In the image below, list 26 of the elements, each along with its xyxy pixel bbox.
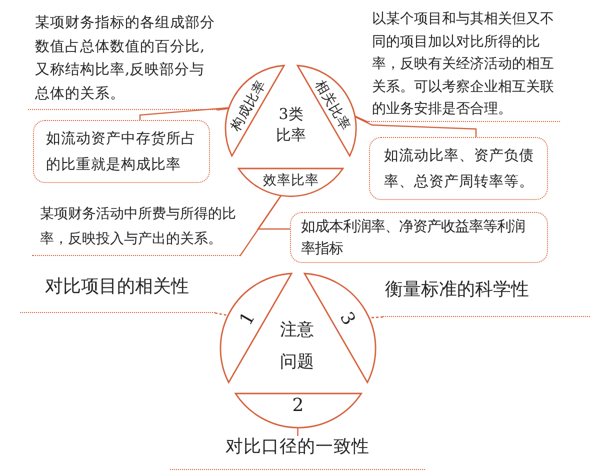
leader-line <box>355 116 477 137</box>
segment-label: 2 <box>292 396 304 415</box>
underlined-text: 衡量标准的科学性 <box>383 279 590 317</box>
leader-line <box>216 108 229 111</box>
callout-box: 如流动资产中存货所占的比重就是构成比率 <box>33 120 210 183</box>
underlined-text: 某项财务指标的各组成部分数值占总体数值的百分比,又称结构比率,反映部分与总体的关系。 <box>28 8 217 110</box>
center-label: 注意问题 <box>279 319 315 374</box>
leader-line <box>355 116 368 123</box>
segment-label: 构成比率 <box>230 78 270 134</box>
underlined-text: 对比项目的相关性 <box>20 276 215 313</box>
leader-line <box>368 316 384 318</box>
center-label: 3类比率 <box>275 104 307 146</box>
leader-line <box>214 312 228 316</box>
callout-box: 如流动比率、资产负债率、总资产周转率等。 <box>369 137 548 200</box>
segment-label: 效率比率 <box>262 174 319 188</box>
underlined-text: 对比口径的一致性 <box>170 436 425 470</box>
callout-box: 如成本利润率、净资产收益率等利润率指标 <box>290 212 548 263</box>
leader-line <box>256 194 290 230</box>
segment-label: 相关比率 <box>312 78 352 134</box>
leader-line <box>297 428 298 436</box>
leader-line <box>139 107 229 120</box>
leader-line <box>240 194 282 256</box>
underlined-text: 某项财务活动中所费与所得的比率，反映投入与产出的关系。 <box>32 200 240 256</box>
segment-label: 1 <box>237 310 259 328</box>
underlined-text: 以某个项目和与其相关但又不同的项目加以对比所得的比率，反映有关经济活动的相互关系。可以考察企业相互关联的业务安排是否合理。 <box>368 6 560 122</box>
segment-label: 3 <box>336 310 358 328</box>
